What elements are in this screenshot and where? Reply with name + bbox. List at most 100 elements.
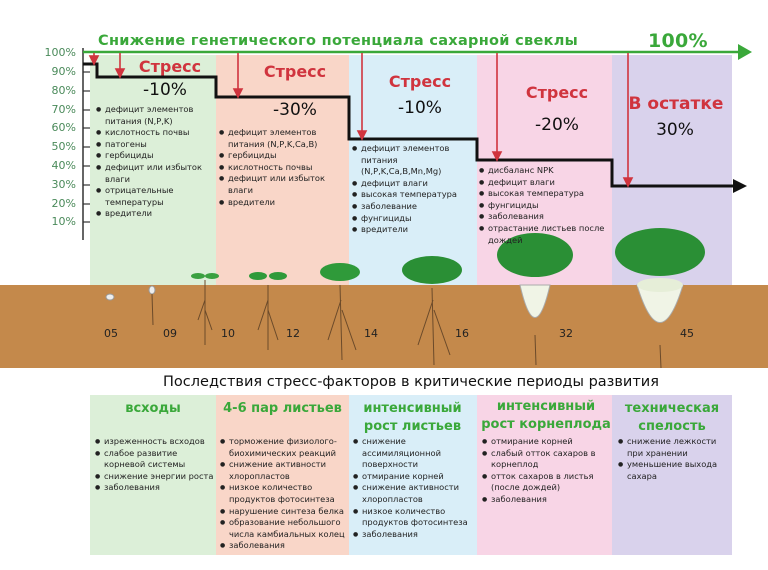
tick-label: 80% bbox=[51, 84, 76, 97]
consequence: образование небольшого числа камбиальных… bbox=[220, 517, 348, 540]
stress-label: Стресс bbox=[525, 83, 589, 102]
factor: вредители bbox=[96, 208, 214, 220]
phase-title: интенсивный рост листьев bbox=[363, 401, 462, 434]
stress-factors-1: дефицит элементов питания (N,P,K) кислот… bbox=[96, 104, 214, 220]
consequence: заболевания bbox=[482, 494, 610, 506]
factor: заболевание bbox=[352, 201, 474, 213]
consequence: отмирание корней bbox=[353, 471, 475, 483]
factor: дефицит влаги bbox=[479, 177, 609, 189]
beet-45-icon bbox=[615, 228, 705, 369]
consequence: отмирание корней bbox=[482, 436, 610, 448]
factor: высокая температура bbox=[479, 188, 609, 200]
plant-16-icon bbox=[402, 256, 462, 366]
stage-number: 05 bbox=[104, 327, 118, 340]
factor: фунгициды bbox=[352, 213, 474, 225]
tick-label: 10% bbox=[51, 215, 76, 228]
factor: дефицит или избыток влаги bbox=[96, 162, 214, 185]
consequence: снижение лежкости при хранении bbox=[618, 436, 730, 459]
young-plant-icon bbox=[249, 272, 287, 350]
plant-14-icon bbox=[320, 263, 360, 361]
phase-title: всходы bbox=[125, 401, 181, 416]
stage-number: 12 bbox=[286, 327, 300, 340]
tick-label: 40% bbox=[51, 159, 76, 172]
tick-label: 70% bbox=[51, 103, 76, 116]
potential-arrowhead bbox=[738, 44, 752, 60]
stress-factors-3: дефицит элементов питания (N,P,K,Ca,B,Mn… bbox=[352, 143, 474, 236]
factor: дефицит или избыток влаги bbox=[219, 173, 344, 196]
stress-label: Стресс bbox=[263, 62, 327, 81]
factor: фунгициды bbox=[479, 200, 609, 212]
consequence: нарушение синтеза белка bbox=[220, 506, 348, 518]
remainder-label: В остатке bbox=[628, 94, 724, 114]
tick-label: 90% bbox=[51, 65, 76, 78]
phase-consequences-3: снижение ассимиляционной поверхности отм… bbox=[353, 436, 475, 540]
stress-label: Стресс bbox=[388, 72, 452, 91]
factor: кислотность почвы bbox=[96, 127, 214, 139]
consequence: снижение активности хлоропластов bbox=[220, 459, 348, 482]
phase-consequences-4: отмирание корней слабый отток сахаров в … bbox=[482, 436, 610, 506]
factor: отрастание листьев после дождей bbox=[479, 223, 609, 246]
stage-number: 16 bbox=[455, 327, 469, 340]
full-potential-label: 100% bbox=[648, 30, 708, 52]
consequence: слабое развитие корневой системы bbox=[95, 448, 215, 471]
phase-title: интенсивный рост корнеплода bbox=[481, 399, 611, 432]
consequences-title: Последствия стресс-факторов в критически… bbox=[163, 374, 659, 390]
stage-number: 32 bbox=[559, 327, 573, 340]
factor: вредители bbox=[352, 224, 474, 236]
factor: дефицит элементов питания (N,P,K) bbox=[96, 104, 214, 127]
stage-number: 10 bbox=[221, 327, 235, 340]
tick-label: 100% bbox=[44, 46, 76, 59]
factor: гербициды bbox=[219, 150, 344, 162]
consequence: слабый отток сахаров в корнеплод bbox=[482, 448, 610, 471]
yield-arrowhead bbox=[733, 179, 747, 193]
consequence: заболевания bbox=[353, 529, 475, 541]
axis-ticks bbox=[83, 71, 90, 223]
factor: заболевания bbox=[479, 211, 609, 223]
sprout-icon bbox=[148, 285, 156, 326]
tick-label: 30% bbox=[51, 178, 76, 191]
tick-label: 60% bbox=[51, 121, 76, 134]
phase-title: техническая спелость bbox=[624, 401, 720, 434]
stress-factors-2: дефицит элементов питания (N,P,K,Ca,B) г… bbox=[219, 127, 344, 208]
stage-number: 14 bbox=[364, 327, 378, 340]
factor: дисбаланс NPK bbox=[479, 165, 609, 177]
factor: кислотность почвы bbox=[219, 162, 344, 174]
soil bbox=[0, 285, 768, 368]
factor: дефицит элементов питания (N,P,K,Ca,B,Mn… bbox=[352, 143, 474, 178]
consequence: низкое количество продуктов фотосинтеза bbox=[220, 482, 348, 505]
consequence: изреженность всходов bbox=[95, 436, 215, 448]
stress-loss: -20% bbox=[535, 115, 579, 135]
tick-label: 20% bbox=[51, 197, 76, 210]
consequence: отток сахаров в листья (после дождей) bbox=[482, 471, 610, 494]
consequence: заболевания bbox=[220, 540, 348, 552]
seed-icon bbox=[105, 293, 115, 301]
seedling-icon bbox=[191, 273, 219, 345]
consequence: снижение ассимиляционной поверхности bbox=[353, 436, 475, 471]
stage-number: 09 bbox=[163, 327, 177, 340]
chart-title: Снижение генетического потенциала сахарн… bbox=[98, 33, 579, 49]
phase-consequences-2: торможение физиолого-биохимических реакц… bbox=[220, 436, 348, 552]
factor: вредители bbox=[219, 197, 344, 209]
factor: дефицит влаги bbox=[352, 178, 474, 190]
phase-title: 4-6 пар листьев bbox=[223, 401, 342, 416]
stress-loss: -10% bbox=[143, 80, 187, 100]
stress-factors-4: дисбаланс NPK дефицит влаги высокая темп… bbox=[479, 165, 609, 246]
factor: высокая температура bbox=[352, 189, 474, 201]
consequence: снижение активности хлоропластов bbox=[353, 482, 475, 505]
factor: дефицит элементов питания (N,P,K,Ca,B) bbox=[219, 127, 344, 150]
consequence: низкое количество продуктов фотосинтеза bbox=[353, 506, 475, 529]
consequence: торможение физиолого-биохимических реакц… bbox=[220, 436, 348, 459]
remainder-value: 30% bbox=[656, 120, 694, 140]
stress-label: Стресс bbox=[138, 57, 202, 76]
stage-number: 45 bbox=[680, 327, 694, 340]
yield-step-line bbox=[83, 62, 735, 188]
tick-label: 50% bbox=[51, 140, 76, 153]
stress-loss: -10% bbox=[398, 98, 442, 118]
phase-consequences-5: снижение лежкости при хранении уменьшени… bbox=[618, 436, 730, 482]
phase-consequences-1: изреженность всходов слабое развитие кор… bbox=[95, 436, 215, 494]
consequence: уменьшение выхода сахара bbox=[618, 459, 730, 482]
stress-arrows bbox=[88, 53, 634, 188]
factor: патогены bbox=[96, 139, 214, 151]
factor: отрицательные температуры bbox=[96, 185, 214, 208]
